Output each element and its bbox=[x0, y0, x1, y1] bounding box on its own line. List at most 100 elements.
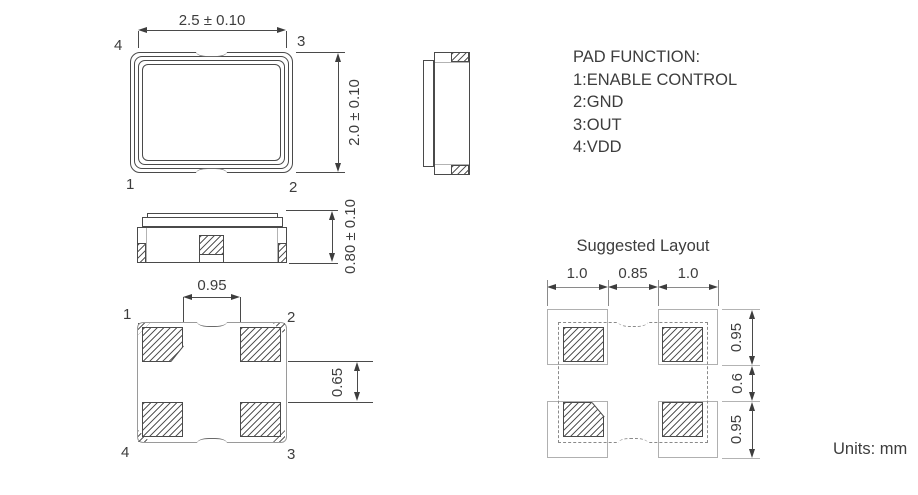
dim-line bbox=[752, 374, 753, 393]
dim-arrow bbox=[748, 392, 755, 401]
layout-pad-top-right bbox=[662, 327, 703, 362]
dim-line bbox=[752, 410, 753, 450]
seam-line bbox=[435, 62, 469, 63]
dim-arrow bbox=[353, 362, 360, 371]
layout-pad-top-left bbox=[563, 327, 604, 362]
pad-function-title: PAD FUNCTION: bbox=[573, 48, 701, 66]
dim-arrow bbox=[608, 283, 617, 290]
v-dim-label-3: 0.95 bbox=[728, 414, 746, 444]
dim-arrow bbox=[658, 283, 667, 290]
pin-label-4: 4 bbox=[121, 444, 130, 461]
pin-label-3: 3 bbox=[287, 446, 296, 463]
dashed-top-notch bbox=[618, 321, 648, 327]
pin-label-2: 2 bbox=[289, 179, 298, 196]
pad-3 bbox=[240, 402, 281, 437]
dim-line bbox=[617, 287, 649, 288]
v-dim-label-1: 0.95 bbox=[728, 322, 746, 352]
extension-line bbox=[288, 361, 373, 362]
extension-line bbox=[547, 280, 548, 306]
extension-line bbox=[296, 52, 345, 53]
dim-line bbox=[146, 30, 278, 31]
extension-line bbox=[722, 401, 760, 402]
front-pad-center bbox=[199, 235, 224, 255]
h-dim-label-2: 0.85 bbox=[618, 265, 648, 282]
front-pad-right bbox=[278, 243, 287, 263]
bottom-notch bbox=[197, 438, 227, 444]
dim-arrow bbox=[649, 283, 658, 290]
h-dim-label-1: 1.0 bbox=[566, 265, 588, 282]
pad-4 bbox=[142, 402, 183, 437]
dim-arrow bbox=[334, 163, 341, 172]
pad-1 bbox=[142, 327, 183, 362]
extension-line bbox=[722, 309, 760, 310]
dim-arrow bbox=[547, 283, 556, 290]
extension-line bbox=[288, 402, 373, 403]
pin-label-1: 1 bbox=[126, 176, 135, 193]
seam-line bbox=[435, 164, 469, 165]
pad-gap-dim-label: 0.95 bbox=[197, 277, 227, 294]
dim-arrow bbox=[748, 366, 755, 375]
units-label: Units: mm bbox=[833, 440, 908, 458]
side-pad-bottom bbox=[451, 165, 469, 175]
bottom-notch bbox=[196, 167, 227, 174]
dim-arrow bbox=[334, 53, 341, 62]
top-notch bbox=[196, 50, 227, 57]
extension-line bbox=[286, 210, 338, 211]
dim-arrow bbox=[748, 356, 755, 365]
pin-label-4: 4 bbox=[114, 37, 123, 54]
extension-line bbox=[286, 31, 287, 48]
top-view-width-dim-label: 2.5 ± 0.10 bbox=[178, 12, 246, 29]
extension-line bbox=[658, 280, 659, 306]
dim-line bbox=[667, 287, 709, 288]
dim-arrow bbox=[183, 293, 192, 300]
pin-label-3: 3 bbox=[297, 33, 306, 50]
lid-edge bbox=[423, 60, 434, 167]
front-view-height-dim-label: 0.80 ± 0.10 bbox=[341, 198, 359, 274]
package-inner-line bbox=[142, 64, 281, 161]
dim-line bbox=[338, 61, 339, 164]
pin-label-1: 1 bbox=[123, 306, 132, 323]
front-pad-left bbox=[137, 243, 146, 263]
dim-line bbox=[192, 297, 231, 298]
dim-arrow bbox=[138, 26, 147, 33]
extension-line bbox=[240, 297, 241, 322]
top-notch bbox=[197, 321, 227, 327]
dim-arrow bbox=[328, 253, 335, 262]
dim-arrow bbox=[709, 283, 718, 290]
dim-arrow bbox=[748, 310, 755, 319]
layout-pad-bottom-right bbox=[662, 402, 703, 437]
dim-arrow bbox=[277, 26, 286, 33]
extension-line bbox=[296, 172, 345, 173]
top-view-height-dim-label: 2.0 ± 0.10 bbox=[345, 78, 363, 146]
dim-arrow bbox=[328, 211, 335, 220]
seam-line bbox=[146, 228, 147, 262]
pad-function-item-1: 1:ENABLE CONTROL bbox=[573, 70, 738, 89]
v-dim-label-2: 0.6 bbox=[728, 372, 746, 394]
h-dim-label-3: 1.0 bbox=[677, 265, 699, 282]
pad-function-item-4: 4:VDD bbox=[573, 138, 622, 156]
side-pad-top bbox=[451, 52, 469, 62]
seam-line bbox=[277, 228, 278, 262]
pad-2 bbox=[240, 327, 281, 362]
dim-arrow bbox=[748, 402, 755, 411]
pad-height-dim-label: 0.65 bbox=[329, 367, 347, 397]
extension-line bbox=[608, 280, 609, 306]
extension-line bbox=[138, 31, 139, 48]
dim-line bbox=[556, 287, 599, 288]
dim-arrow bbox=[599, 283, 608, 290]
extension-line bbox=[722, 365, 760, 366]
dim-line bbox=[357, 370, 358, 393]
extension-line bbox=[722, 458, 760, 459]
suggested-layout-title: Suggested Layout bbox=[576, 237, 710, 255]
dim-arrow bbox=[748, 449, 755, 458]
pin-label-2: 2 bbox=[287, 309, 296, 326]
dashed-bottom-notch bbox=[618, 438, 648, 444]
lid-base bbox=[142, 217, 283, 227]
pad-function-item-3: 3:OUT bbox=[573, 115, 622, 134]
pad-function-block: PAD FUNCTION: 1:ENABLE CONTROL 2:GND 3:O… bbox=[573, 46, 737, 159]
layout-pad-bottom-left bbox=[563, 402, 604, 437]
extension-line bbox=[183, 297, 184, 322]
extension-line bbox=[289, 263, 338, 264]
dim-arrow bbox=[231, 293, 240, 300]
